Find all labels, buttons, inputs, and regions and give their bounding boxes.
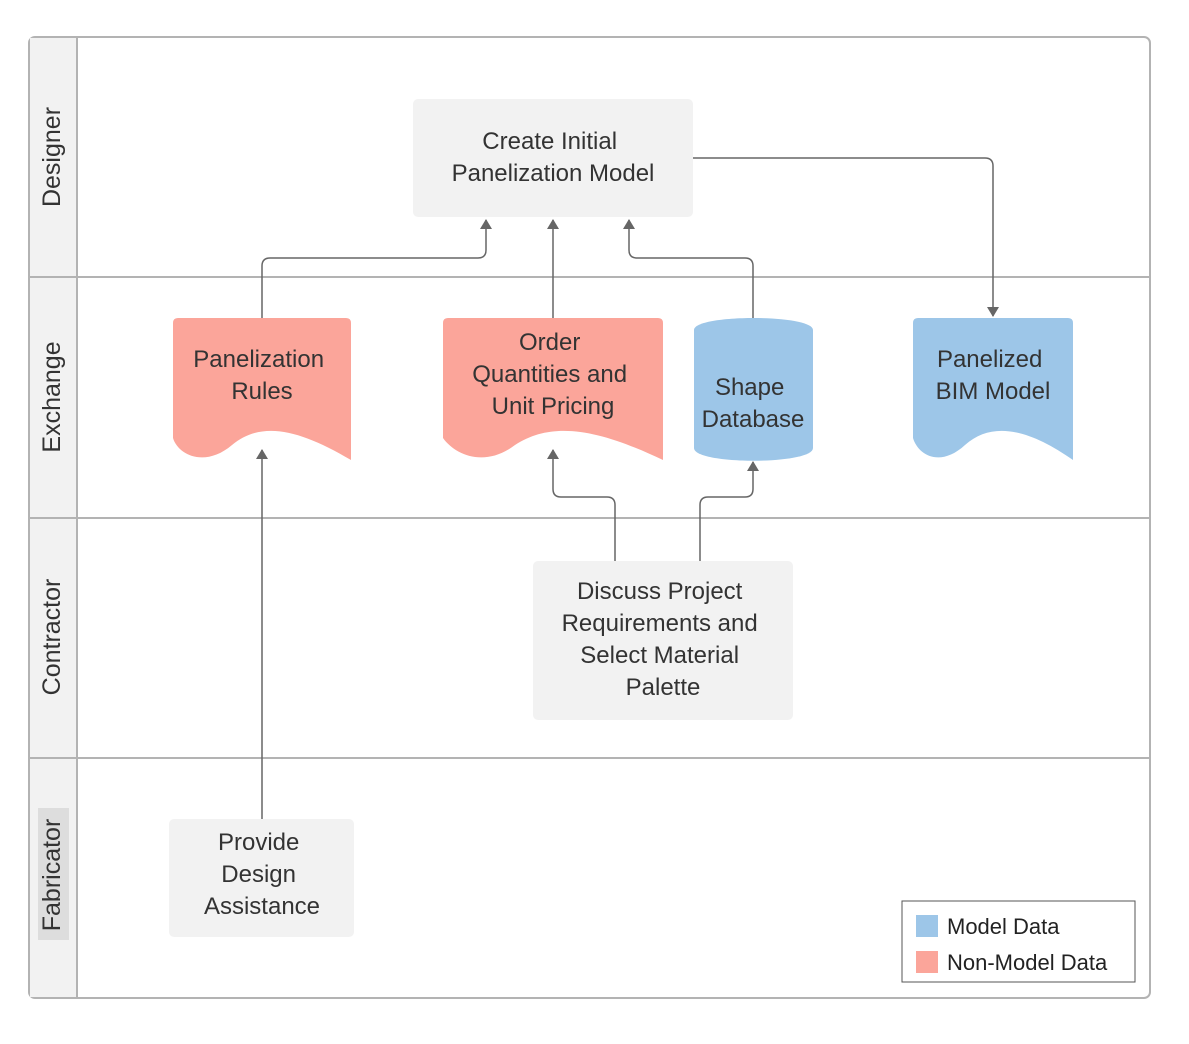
process-box xyxy=(413,99,693,217)
legend: Model Data Non-Model Data xyxy=(901,900,1136,983)
node-label-line: Provide xyxy=(218,829,299,856)
lane-header-contractor xyxy=(30,518,77,757)
node-label-line: Create Initial xyxy=(482,128,617,155)
lane-label-highlight xyxy=(38,808,69,940)
node-create-model: Create Initial Panelization Model xyxy=(413,99,693,217)
node-panelized-bim: Panelized BIM Model xyxy=(913,318,1073,460)
database-shape xyxy=(694,318,813,461)
document-shape xyxy=(443,318,663,460)
node-label-line: Select Material xyxy=(580,642,739,669)
edge-rules-to-create xyxy=(261,219,492,318)
svg-text:Provide Design Ass: Provide Design Assistance xyxy=(204,829,320,920)
node-label-line: Database xyxy=(702,406,805,433)
lane-label-exchange: Exchange xyxy=(38,341,66,452)
legend-box xyxy=(901,900,1136,983)
document-shape xyxy=(173,318,351,460)
node-provide-assistance: Provide Design Assistance xyxy=(169,819,354,937)
svg-text:Panelization Rules: Panelization Rules xyxy=(193,346,330,405)
document-shape xyxy=(913,318,1073,460)
node-label-line: BIM Model xyxy=(936,378,1051,405)
legend-swatch-model-data xyxy=(916,915,938,937)
node-panelization-rules: Panelization Rules xyxy=(173,318,351,460)
legend-label-model-data: Model Data xyxy=(947,914,1060,939)
svg-text:Order Quantities and: Order Quantities and Unit Pricing xyxy=(472,329,633,420)
node-label-line: Rules xyxy=(231,378,292,405)
lane-header-exchange xyxy=(30,278,77,517)
edge-discuss-to-order xyxy=(547,449,616,561)
node-label-line: Shape xyxy=(715,374,784,401)
node-label-line: Discuss Project xyxy=(577,578,743,605)
node-label-line: Panelized xyxy=(937,346,1042,373)
svg-text:Panelized BIM Model: Panelized BIM Model xyxy=(936,346,1051,405)
lane-label-contractor: Contractor xyxy=(38,579,66,696)
node-discuss-requirements: Discuss Project Requirements and Select … xyxy=(533,561,793,720)
lane-label-fabricator: Fabricator xyxy=(38,819,66,932)
swimlanes: Designer Exchange Contractor Fabricator xyxy=(28,36,1151,999)
svg-text:Create Initial Panelizat: Create Initial Panelization Model xyxy=(452,128,655,187)
node-shape-database: Shape Database xyxy=(694,318,813,461)
lane-header-designer xyxy=(30,38,77,277)
node-label-line: Palette xyxy=(626,674,701,701)
edge-shape-to-create xyxy=(623,219,754,318)
lane-label-designer: Designer xyxy=(38,107,66,207)
svg-text:Shape Database: Shape Database xyxy=(702,374,805,433)
legend-swatch-non-model-data xyxy=(916,951,938,973)
edge-create-to-bim xyxy=(693,157,999,317)
node-label-line: Unit Pricing xyxy=(492,393,615,420)
node-label-line: Quantities and xyxy=(472,361,627,388)
node-label-line: Panelization Model xyxy=(452,160,655,187)
node-label-line: Design xyxy=(221,861,296,888)
edge-discuss-to-shape xyxy=(699,461,759,561)
process-box xyxy=(533,561,793,720)
node-label-line: Order xyxy=(519,329,580,356)
node-label-line: Requirements and xyxy=(562,610,758,637)
node-label-line: Assistance xyxy=(204,893,320,920)
svg-text:Discuss Project Requirem: Discuss Project Requirements and Select … xyxy=(562,578,765,701)
process-box xyxy=(169,819,354,937)
connectors xyxy=(256,157,999,819)
legend-label-non-model-data: Non-Model Data xyxy=(947,950,1108,975)
node-label-line: Panelization xyxy=(193,346,324,373)
node-order-quantities: Order Quantities and Unit Pricing xyxy=(443,318,663,460)
